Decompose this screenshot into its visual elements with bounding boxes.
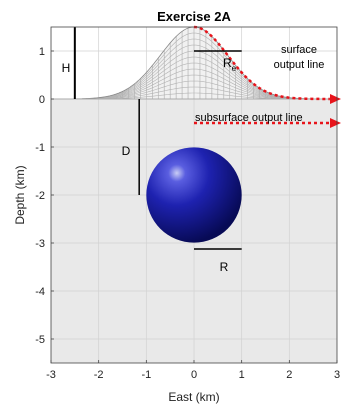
x-tick-label: 1 — [239, 369, 245, 381]
y-tick-label: -4 — [35, 286, 45, 298]
x-tick-label: 2 — [286, 369, 292, 381]
label-r: R — [220, 260, 229, 274]
y-tick-label: -3 — [35, 238, 45, 250]
x-tick-label: 3 — [334, 369, 340, 381]
y-tick-label: 0 — [39, 94, 45, 106]
x-tick-label: -3 — [46, 369, 56, 381]
subsurface-output-arrow — [330, 118, 341, 128]
x-tick-label: 0 — [191, 369, 197, 381]
label-subsurface: subsurface output line — [195, 112, 303, 124]
label-re-main: R — [223, 56, 232, 70]
surface-output-arrow — [330, 93, 341, 104]
buried-sphere — [146, 147, 242, 243]
x-tick-label: -1 — [141, 369, 151, 381]
chart-title: Exercise 2A — [157, 9, 231, 24]
y-tick-label: 1 — [39, 46, 45, 58]
y-tick-label: -5 — [35, 334, 45, 346]
label-surface-line2: output line — [274, 59, 325, 71]
y-axis: 1 0 -1 -2 -3 -4 -5 — [35, 46, 54, 346]
surface-output-line — [193, 25, 330, 101]
y-tick-label: -2 — [35, 190, 45, 202]
y-axis-label: Depth (km) — [13, 165, 27, 224]
y-tick-label: -1 — [35, 142, 45, 154]
label-surface-line1: surface — [281, 44, 317, 56]
x-tick-label: -2 — [94, 369, 104, 381]
label-d: D — [122, 144, 131, 158]
x-axis-label: East (km) — [168, 390, 219, 404]
label-re: Re — [223, 56, 237, 73]
x-axis: -3 -2 -1 0 1 2 3 — [46, 360, 340, 381]
label-h: H — [62, 61, 71, 75]
label-re-subscript: e — [232, 64, 237, 73]
